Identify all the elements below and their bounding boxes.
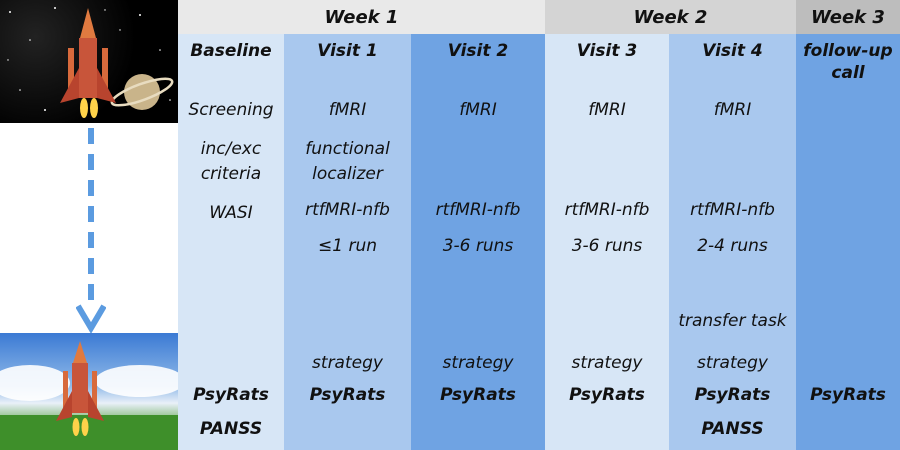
cell-rtfmri-nfb: rtfMRI-nfb [564,200,650,220]
cell-rtfmri-nfb: rtfMRI-nfb [690,200,775,220]
cell-panss: PANSS [701,419,764,439]
cell-fmri: fMRI [713,100,752,120]
cell-inc-exc: inc/exc [200,139,262,159]
cell-runs: 3-6 runs [571,236,643,256]
cell-psyrats: PsyRats [569,385,645,405]
column-follow-up-call: follow-up call PsyRats [796,34,900,450]
column-visit-3: Visit 3 fMRI rtfMRI-nfb 3-6 runs strateg… [545,34,669,450]
cell-psyrats: PsyRats [810,385,886,405]
column-label-line-1: follow-up [803,41,893,61]
column-label: Visit 3 [576,41,638,61]
cell-panss: PANSS [199,419,263,439]
column-label: Visit 4 [702,41,763,61]
column-baseline: Baseline Screening inc/exc criteria WASI… [178,34,284,450]
week-1-header: Week 1 [178,0,545,34]
cell-transfer-task: transfer task [678,311,787,331]
column-label-line-2: call [831,63,865,83]
cell-strategy: strategy [442,353,514,373]
cell-fmri: fMRI [459,100,497,120]
cell-functional: functional [305,139,390,159]
cell-psyrats: PsyRats [309,385,386,405]
column-label: Visit 1 [317,41,378,61]
cell-wasi: WASI [209,203,253,223]
column-visit-4: Visit 4 fMRI rtfMRI-nfb 2-4 runs transfe… [669,34,796,450]
cell-criteria: criteria [200,164,262,184]
cell-runs: ≤1 run [317,236,377,256]
cell-rtfmri-nfb: rtfMRI-nfb [435,200,521,220]
cell-strategy: strategy [571,353,643,373]
space-rocket-image [0,0,178,123]
cell-psyrats: PsyRats [440,385,516,405]
week-1-label: Week 1 [324,6,399,28]
column-visit-2: Visit 2 fMRI rtfMRI-nfb 3-6 runs strateg… [411,34,545,450]
cell-localizer: localizer [312,164,383,184]
cell-fmri: fMRI [328,100,367,120]
cell-runs: 2-4 runs [697,236,768,256]
space-scene-svg [7,7,174,118]
cell-rtfmri-nfb: rtfMRI-nfb [305,200,390,220]
cell-fmri: fMRI [588,100,626,120]
week-3-header: Week 3 [796,0,900,34]
cell-psyrats: PsyRats [694,385,771,405]
cell-strategy: strategy [312,353,383,373]
cell-strategy: strategy [697,353,768,373]
column-label: Visit 2 [447,41,509,61]
down-arrow-icon [75,128,107,338]
column-label: Baseline [190,41,272,61]
week-3-label: Week 3 [811,6,885,28]
earth-scene-svg [0,341,178,450]
cell-psyrats: PsyRats [193,385,269,405]
cell-runs: 3-6 runs [442,236,514,256]
column-label: follow-up call [796,40,900,84]
column-visit-1: Visit 1 fMRI functional localizer rtfMRI… [284,34,411,450]
week-2-header: Week 2 [545,0,796,34]
earth-rocket-image [0,333,178,450]
week-2-label: Week 2 [633,6,708,28]
cell-screening: Screening [188,100,274,120]
